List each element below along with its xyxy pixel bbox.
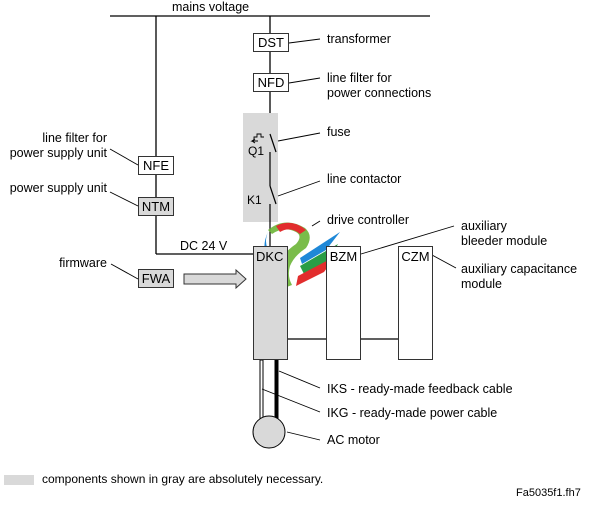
mains-voltage-label: mains voltage	[172, 0, 250, 14]
k1-switch-blade	[269, 185, 277, 205]
dst-transformer-box: DST	[253, 33, 289, 52]
firmware-arrow-icon	[183, 268, 247, 290]
ac-motor-label: AC motor	[327, 433, 380, 447]
iks-label: IKS - ready-made feedback cable	[327, 382, 513, 396]
czm-capacitance-box: CZM	[398, 246, 433, 360]
aux-capacitance-label-1: auxiliary capacitance	[461, 262, 578, 276]
firmware-label: firmware	[59, 256, 107, 270]
aux-capacitance-label-2: module	[461, 277, 502, 291]
q1-thermal-symbol	[253, 133, 264, 141]
fuse-label: fuse	[327, 125, 351, 139]
q1-switch-blade	[269, 133, 277, 153]
ntm-power-supply-box: NTM	[138, 197, 174, 216]
ac-motor-icon	[252, 415, 286, 449]
bzm-bleeder-box: BZM	[326, 246, 361, 360]
line-filter-power-label-1: line filter for	[327, 71, 392, 85]
nfe-line-filter-box: NFE	[138, 156, 174, 175]
figure-id: Fa5035f1.fh7	[516, 487, 581, 499]
line-filter-psu-label-2: power supply unit	[9, 146, 107, 160]
transformer-label: transformer	[327, 32, 391, 46]
legend-note: components shown in gray are absolutely …	[42, 472, 324, 486]
legend-gray-swatch	[4, 475, 34, 485]
aux-bleeder-label-1: auxiliary	[461, 219, 507, 233]
line-filter-power-label-2: power connections	[327, 86, 432, 100]
line-filter-psu-label-1: line filter for	[42, 131, 107, 145]
k1-label: K1	[247, 193, 262, 207]
drive-controller-label: drive controller	[327, 213, 409, 227]
dkc-drive-controller-box: DKC	[253, 246, 288, 360]
fwa-firmware-box: FWA	[138, 269, 174, 288]
aux-bleeder-label-2: bleeder module	[461, 234, 548, 248]
ikg-label: IKG - ready-made power cable	[327, 406, 498, 420]
switchgear-gray-band	[243, 113, 278, 222]
q1-label: Q1	[248, 144, 265, 158]
dc24-label: DC 24 V	[180, 239, 228, 253]
line-contactor-label: line contactor	[327, 172, 402, 186]
psu-label: power supply unit	[9, 181, 107, 195]
nfd-line-filter-box: NFD	[253, 73, 289, 92]
